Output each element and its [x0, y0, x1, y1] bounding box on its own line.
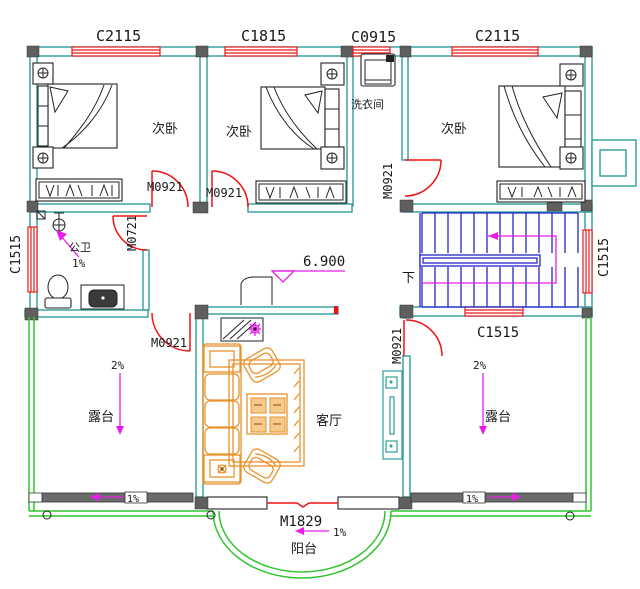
- label-room-balcony: 阳台: [291, 542, 317, 557]
- label-room-bedroom-right: 次卧: [441, 121, 467, 137]
- label-room-living: 客厅: [316, 413, 342, 429]
- armchair-top: [243, 347, 281, 383]
- drain-center: [206, 510, 216, 520]
- window-c2115-left: [71, 46, 161, 57]
- toilet-icon: [44, 274, 72, 309]
- vanity-sink-icon: [80, 284, 125, 310]
- window-c1815: [224, 46, 298, 57]
- window-c1515-stairs-right: [582, 229, 593, 294]
- label-terrace-right-slope: 2%: [473, 359, 487, 372]
- terrace-left-drain-arrow: [90, 493, 124, 501]
- door-terrace-left: [151, 312, 191, 352]
- bath-slope-arrow: [56, 230, 80, 258]
- wardrobe-right: [496, 180, 586, 203]
- label-room-bathroom: 公卫: [69, 241, 91, 254]
- labels: C2115 C1815 C0915 C2115 C1515 C1515 C151…: [9, 27, 612, 557]
- label-door-bedroom-right: M0921: [381, 163, 395, 199]
- elevation-marker: [270, 270, 345, 283]
- bed-mid: [260, 62, 345, 170]
- wall-protrusion: [591, 139, 637, 187]
- bed-right: [498, 63, 584, 170]
- label-terrace-left-slope: 2%: [111, 359, 125, 372]
- label-elevation: 6.900: [303, 254, 345, 270]
- label-window-c0915: C0915: [351, 28, 396, 46]
- label-room-bedroom-mid: 次卧: [226, 124, 252, 140]
- drain-left: [42, 510, 52, 520]
- coffee-table: [246, 393, 288, 435]
- window-c1515-left: [27, 226, 38, 293]
- label-room-laundry: 洗衣间: [351, 97, 384, 111]
- door-jamb-mark: [334, 306, 338, 314]
- annotations: [56, 230, 521, 535]
- label-room-bedroom-left: 次卧: [152, 121, 178, 137]
- windows: [27, 46, 593, 317]
- label-window-c2115-left: C2115: [96, 27, 141, 45]
- window-c2115-right: [451, 46, 539, 57]
- label-bath-slope: 1%: [72, 257, 86, 270]
- label-door-bedroom-left: M0921: [147, 180, 183, 194]
- doors: [112, 159, 443, 508]
- tv-stand: [220, 317, 264, 342]
- window-c1515-stairs-bottom: [464, 306, 524, 317]
- sofa-set: [202, 343, 305, 485]
- label-room-terrace-right: 露台: [485, 410, 511, 425]
- washing-machine: [360, 53, 396, 87]
- label-window-c1515-bottom: C1515: [477, 325, 519, 341]
- terrace-left-slope-arrow: [116, 373, 124, 435]
- terrace-railings: [28, 317, 592, 579]
- label-terrace-left-drain: 1%: [127, 494, 139, 505]
- bathroom-fixtures: [36, 210, 125, 310]
- door-bedroom-mid: [211, 170, 249, 208]
- label-door-terrace-right: M0921: [390, 328, 404, 364]
- label-terrace-right-drain: 1%: [466, 494, 478, 505]
- balcony-slope-arrow: [295, 527, 329, 535]
- wardrobe-mid: [255, 180, 347, 204]
- wardrobe-left: [35, 178, 123, 202]
- terrace-right-slope-arrow: [479, 373, 487, 435]
- door-bathroom: [112, 215, 148, 251]
- shower-icon: [52, 212, 66, 232]
- rug: [228, 359, 305, 467]
- door-terrace-right: [403, 319, 443, 357]
- label-room-terrace-left: 露台: [88, 410, 114, 425]
- label-stairs-down: 下: [402, 271, 415, 286]
- sofa: [202, 343, 242, 485]
- label-window-c1515-right: C1515: [597, 238, 612, 277]
- label-door-bedroom-mid: M0921: [206, 186, 242, 200]
- door-bedroom-left: [151, 170, 189, 208]
- sofa-plant: [217, 464, 227, 474]
- sideboard: [382, 370, 403, 460]
- door-entry: [267, 502, 338, 508]
- stairs-direction-arrow: [488, 232, 498, 240]
- label-window-c1815: C1815: [241, 27, 286, 45]
- floor-drain-icon: [36, 210, 46, 220]
- balcony-railing: [212, 510, 392, 579]
- bed-left: [32, 62, 118, 169]
- label-door-bathroom: M0721: [125, 215, 139, 251]
- stairs-direction-path: [422, 235, 557, 284]
- label-door-terrace-left: M0921: [151, 336, 187, 350]
- label-door-entry: M1829: [280, 514, 322, 530]
- plant-icon: [249, 322, 261, 336]
- stairs: [419, 212, 579, 308]
- drain-right: [565, 511, 575, 521]
- armchair-bottom: [243, 448, 281, 484]
- label-window-c1515-left: C1515: [9, 235, 24, 274]
- open-door-symbol: [240, 276, 273, 305]
- label-window-c2115-right: C2115: [475, 27, 520, 45]
- door-bedroom-right: [404, 159, 442, 197]
- terrace-right-drain-arrow: [489, 493, 521, 501]
- label-balcony-slope: 1%: [333, 526, 347, 539]
